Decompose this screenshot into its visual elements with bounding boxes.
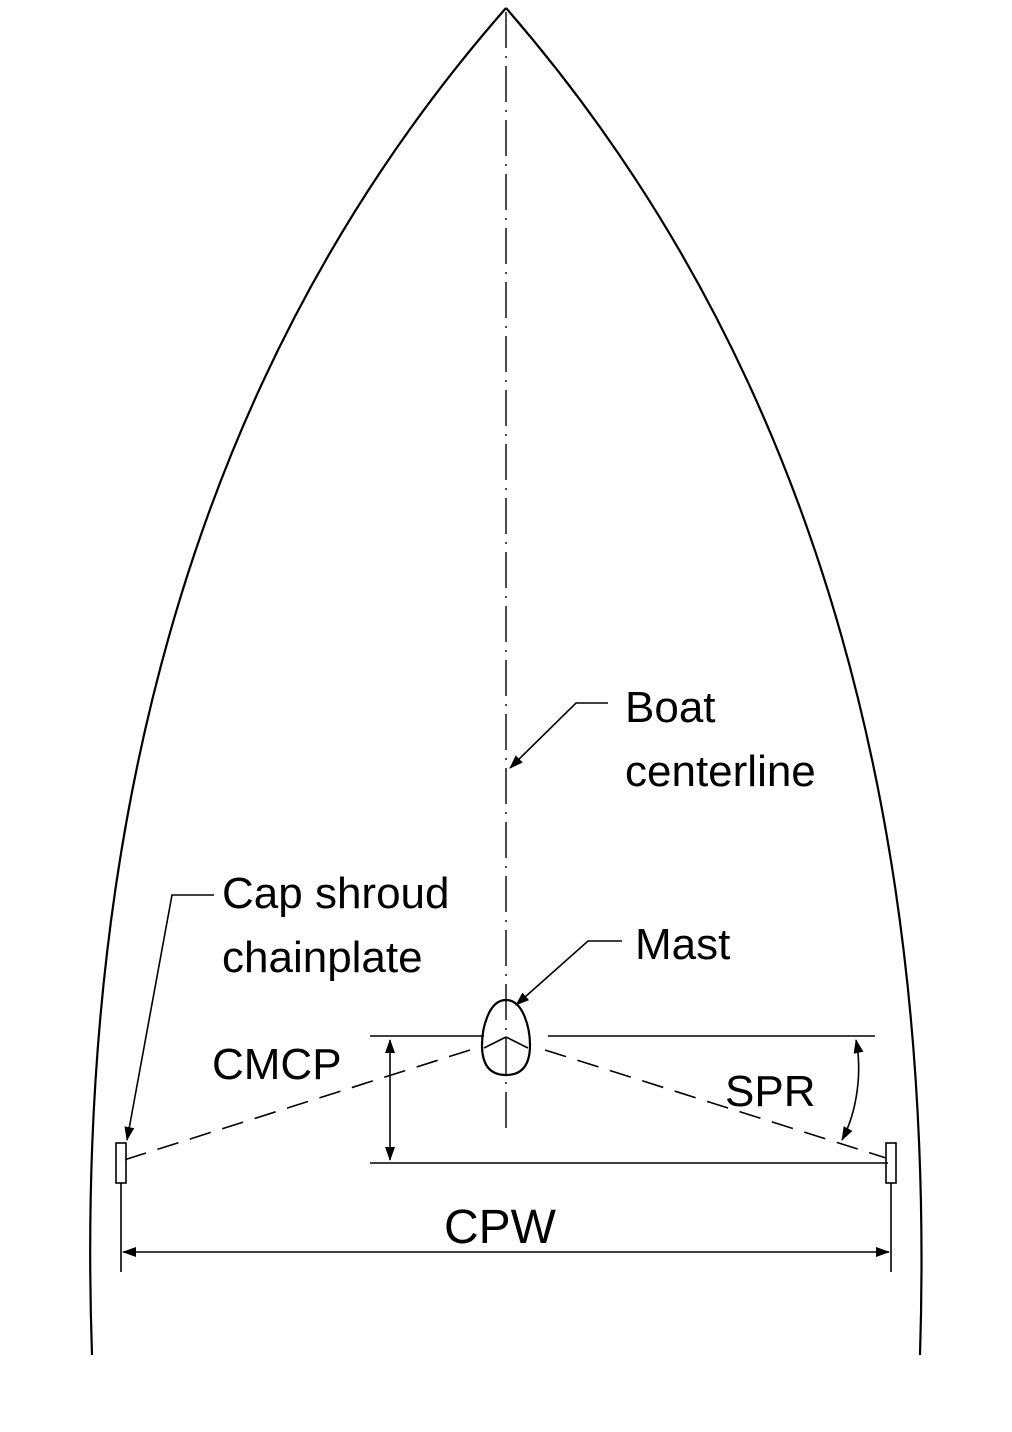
spr-dimension-arrow	[841, 1039, 864, 1141]
boat-centerline-label-line2: centerline	[625, 747, 816, 796]
hull-starboard-side	[505, 7, 923, 1356]
mast-axis-right	[505, 1036, 529, 1049]
cmcp-label: CMCP	[212, 1040, 342, 1089]
cpw-label: CPW	[444, 1201, 557, 1254]
mast-label: Mast	[635, 920, 730, 969]
starboard-shroud-line	[544, 1049, 887, 1159]
centerline-leader	[509, 702, 608, 769]
port-chainplate	[115, 1142, 127, 1184]
chainplate-leader	[124, 894, 214, 1141]
cap-shroud-label-line2: chainplate	[222, 933, 423, 982]
cap-shroud-label-line1: Cap shroud	[222, 869, 449, 918]
mast-section	[480, 998, 532, 1077]
mast-axis-left	[483, 1036, 507, 1049]
port-shroud-line	[123, 1049, 471, 1161]
boat-centerline-label-line1: Boat	[625, 683, 716, 732]
mast-leader	[515, 940, 622, 1006]
spr-label: SPR	[725, 1067, 815, 1116]
hull-port-side	[89, 7, 507, 1356]
